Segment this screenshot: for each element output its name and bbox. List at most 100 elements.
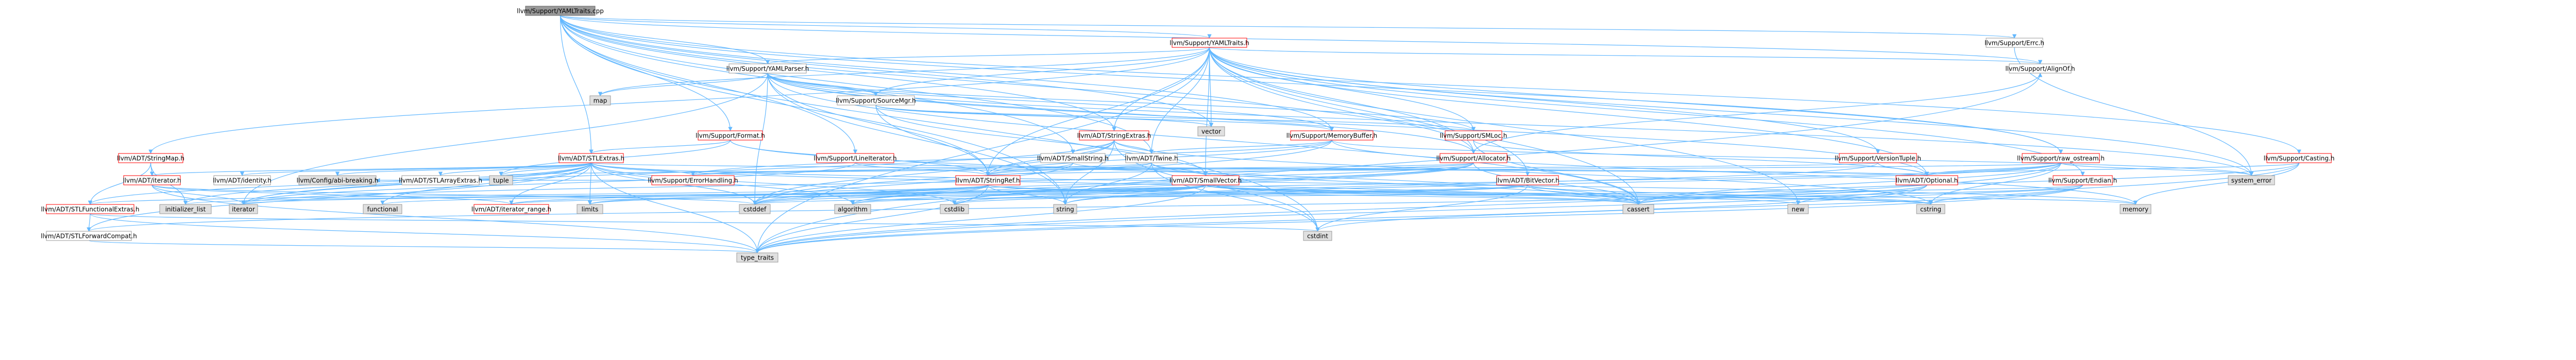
node-label: llvm/Support/raw_ostream.h [2017, 155, 2105, 162]
node-label: cstddef [743, 206, 767, 213]
node-label: llvm/ADT/STLArrayExtras.h [399, 177, 482, 184]
node-twine-h[interactable]: llvm/ADT/Twine.h [1125, 153, 1178, 163]
node-versiontuple-h[interactable]: llvm/Support/VersionTuple.h [1835, 153, 1921, 163]
node-errorhandling-h[interactable]: llvm/Support/ErrorHandling.h [648, 175, 738, 185]
node-smallstring-h[interactable]: llvm/ADT/SmallString.h [1037, 153, 1109, 163]
edge-yamltraits_h-to-raw_ostream_h [1209, 47, 2063, 154]
node-box [363, 204, 402, 214]
node-label: tuple [493, 177, 509, 184]
edge-yamltraits_h-to-twine_h [1149, 47, 1210, 154]
node-box [1787, 204, 1809, 214]
edge-memorybuffer_h-to-system_error [1331, 140, 2253, 176]
node-memorybuffer-h[interactable]: llvm/Support/MemoryBuffer.h [1286, 130, 1378, 141]
node-casting-h[interactable]: llvm/Support/Casting.h [2264, 153, 2335, 163]
node-limits: limits [577, 204, 603, 214]
edge-stlextras_h-to-type_traits [590, 162, 760, 253]
edge-stringref_h-to-algorithm [850, 184, 989, 205]
node-allocator-h[interactable]: llvm/Support/Allocator.h [1436, 153, 1511, 163]
node-box [1172, 175, 1240, 185]
edge-raw_ostream_h-to-string [1063, 162, 2061, 205]
node-optional-h[interactable]: llvm/ADT/Optional.h [1895, 175, 1958, 185]
node-cstring: cstring [1916, 204, 1945, 214]
edge-root-to-errc_h [560, 15, 2016, 39]
edge-sourcemgr_h-to-memorybuffer_h [875, 105, 1334, 131]
node-box [159, 204, 212, 214]
node-sourcemgr-h[interactable]: llvm/Support/SourceMgr.h [836, 95, 916, 106]
node-stlforwardcompat-h[interactable]: llvm/ADT/STLForwardCompat.h [41, 231, 137, 241]
node-box [2009, 63, 2072, 74]
node-stringextras-h[interactable]: llvm/ADT/StringExtras.h [1077, 130, 1151, 141]
edge-stlforwardcompat_h-to-type_traits [88, 240, 759, 253]
edge-stringref_h-to-cassert [987, 184, 1640, 205]
node-stlextras-h[interactable]: llvm/ADT/STLExtras.h [558, 153, 624, 163]
edge-root-to-yamlparser_h [560, 15, 770, 64]
node-label: llvm/Support/Allocator.h [1436, 155, 1511, 162]
node-stlfunctionalextras-h[interactable]: llvm/ADT/STLFunctionalExtras.h [41, 204, 140, 214]
edge-memorybuffer_h-to-memory [1331, 140, 2138, 205]
edge-root-to-memorybuffer_h [560, 15, 1334, 131]
node-raw-ostream-h[interactable]: llvm/Support/raw_ostream.h [2017, 153, 2105, 163]
edge-format_h-to-cassert [730, 140, 1640, 205]
node-new: new [1787, 204, 1809, 214]
edge-yamltraits_h-to-stringextras_h [1112, 47, 1210, 131]
node-label: string [1056, 206, 1074, 213]
node-box [1895, 175, 1958, 185]
node-errc-h[interactable]: llvm/Support/Errc.h [1985, 38, 2044, 48]
node-label: llvm/ADT/StringRef.h [956, 177, 1020, 184]
node-box [651, 175, 735, 185]
node-format-h[interactable]: llvm/Support/Format.h [696, 130, 765, 141]
node-label: system_error [2231, 177, 2272, 184]
node-identity-h[interactable]: llvm/ADT/identity.h [213, 175, 272, 185]
edge-optional_h-to-stlforwardcompat_h [87, 184, 1927, 232]
node-yamltraits-h[interactable]: llvm/Support/YAMLTraits.h [1170, 38, 1249, 48]
node-label: memory [2123, 206, 2148, 213]
node-cassert: cassert [1622, 204, 1654, 214]
node-string: string [1053, 204, 1077, 214]
node-label: llvm/ADT/BitVector.h [1496, 177, 1559, 184]
node-iterator-h[interactable]: llvm/ADT/iterator.h [123, 175, 181, 185]
node-stringmap-h[interactable]: llvm/ADT/StringMap.h [117, 153, 184, 163]
edge-smallvector_h-to-iterator [242, 184, 1206, 205]
node-memory: memory [2120, 204, 2151, 214]
edge-stlextras_h-to-tuple [499, 162, 592, 176]
node-label: llvm/ADT/iterator_range.h [471, 206, 551, 213]
edge-yamltraits_h-to-smloc_h [1209, 47, 1476, 131]
node-label: llvm/Support/AlignOf.h [2005, 65, 2075, 73]
node-endian-h[interactable]: llvm/Support/Endian.h [2048, 175, 2117, 185]
edge-root-to-vector [560, 15, 1214, 127]
node-lineiterator-h[interactable]: llvm/Support/LineIterator.h [814, 153, 897, 163]
node-smloc-h[interactable]: llvm/Support/SMLoc.h [1440, 130, 1507, 141]
edge-endian_h-to-type_traits [755, 184, 2083, 253]
node-label: llvm/ADT/iterator.h [123, 177, 181, 184]
edge-yamltraits_h-to-sourcemgr_h [873, 47, 1210, 96]
edge-yamltraits_h-to-vector [1209, 47, 1214, 127]
node-label: cassert [1627, 206, 1650, 213]
node-iterator-range-h[interactable]: llvm/ADT/iterator_range.h [471, 204, 551, 214]
edge-format_h-to-stlextras_h [589, 140, 731, 154]
node-alignof-h[interactable]: llvm/Support/AlignOf.h [2005, 63, 2075, 74]
node-box [1303, 231, 1332, 241]
edge-root-to-casting_h [560, 15, 2301, 154]
node-label: llvm/Support/MemoryBuffer.h [1286, 132, 1378, 140]
node-bitvector-h[interactable]: llvm/ADT/BitVector.h [1496, 175, 1560, 185]
node-box [489, 175, 513, 185]
node-yamlparser-h[interactable]: llvm/Support/YAMLParser.h [726, 63, 809, 74]
node-box [837, 95, 915, 106]
node-box [2266, 153, 2332, 163]
edge-root-to-allocator_h [560, 15, 1476, 154]
node-label: iterator [232, 206, 255, 213]
node-smallvector-h[interactable]: llvm/ADT/SmallVector.h [1170, 175, 1242, 185]
node-label: llvm/ADT/Twine.h [1125, 155, 1178, 162]
node-initializer-list: initializer_list [159, 204, 212, 214]
node-stlarrayextras-h[interactable]: llvm/ADT/STLArrayExtras.h [399, 175, 482, 185]
node-box [473, 204, 549, 214]
node-box [577, 204, 603, 214]
edge-casting_h-to-optional_h [1925, 162, 2300, 176]
node-box [589, 95, 611, 106]
node-label: llvm/ADT/SmallVector.h [1170, 177, 1242, 184]
node-label: limits [582, 206, 599, 213]
node-box [118, 153, 183, 163]
node-box [1290, 130, 1374, 141]
edge-bitvector_h-to-iterator_range_h [510, 184, 1528, 205]
node-stringref-h[interactable]: llvm/ADT/StringRef.h [955, 175, 1021, 185]
